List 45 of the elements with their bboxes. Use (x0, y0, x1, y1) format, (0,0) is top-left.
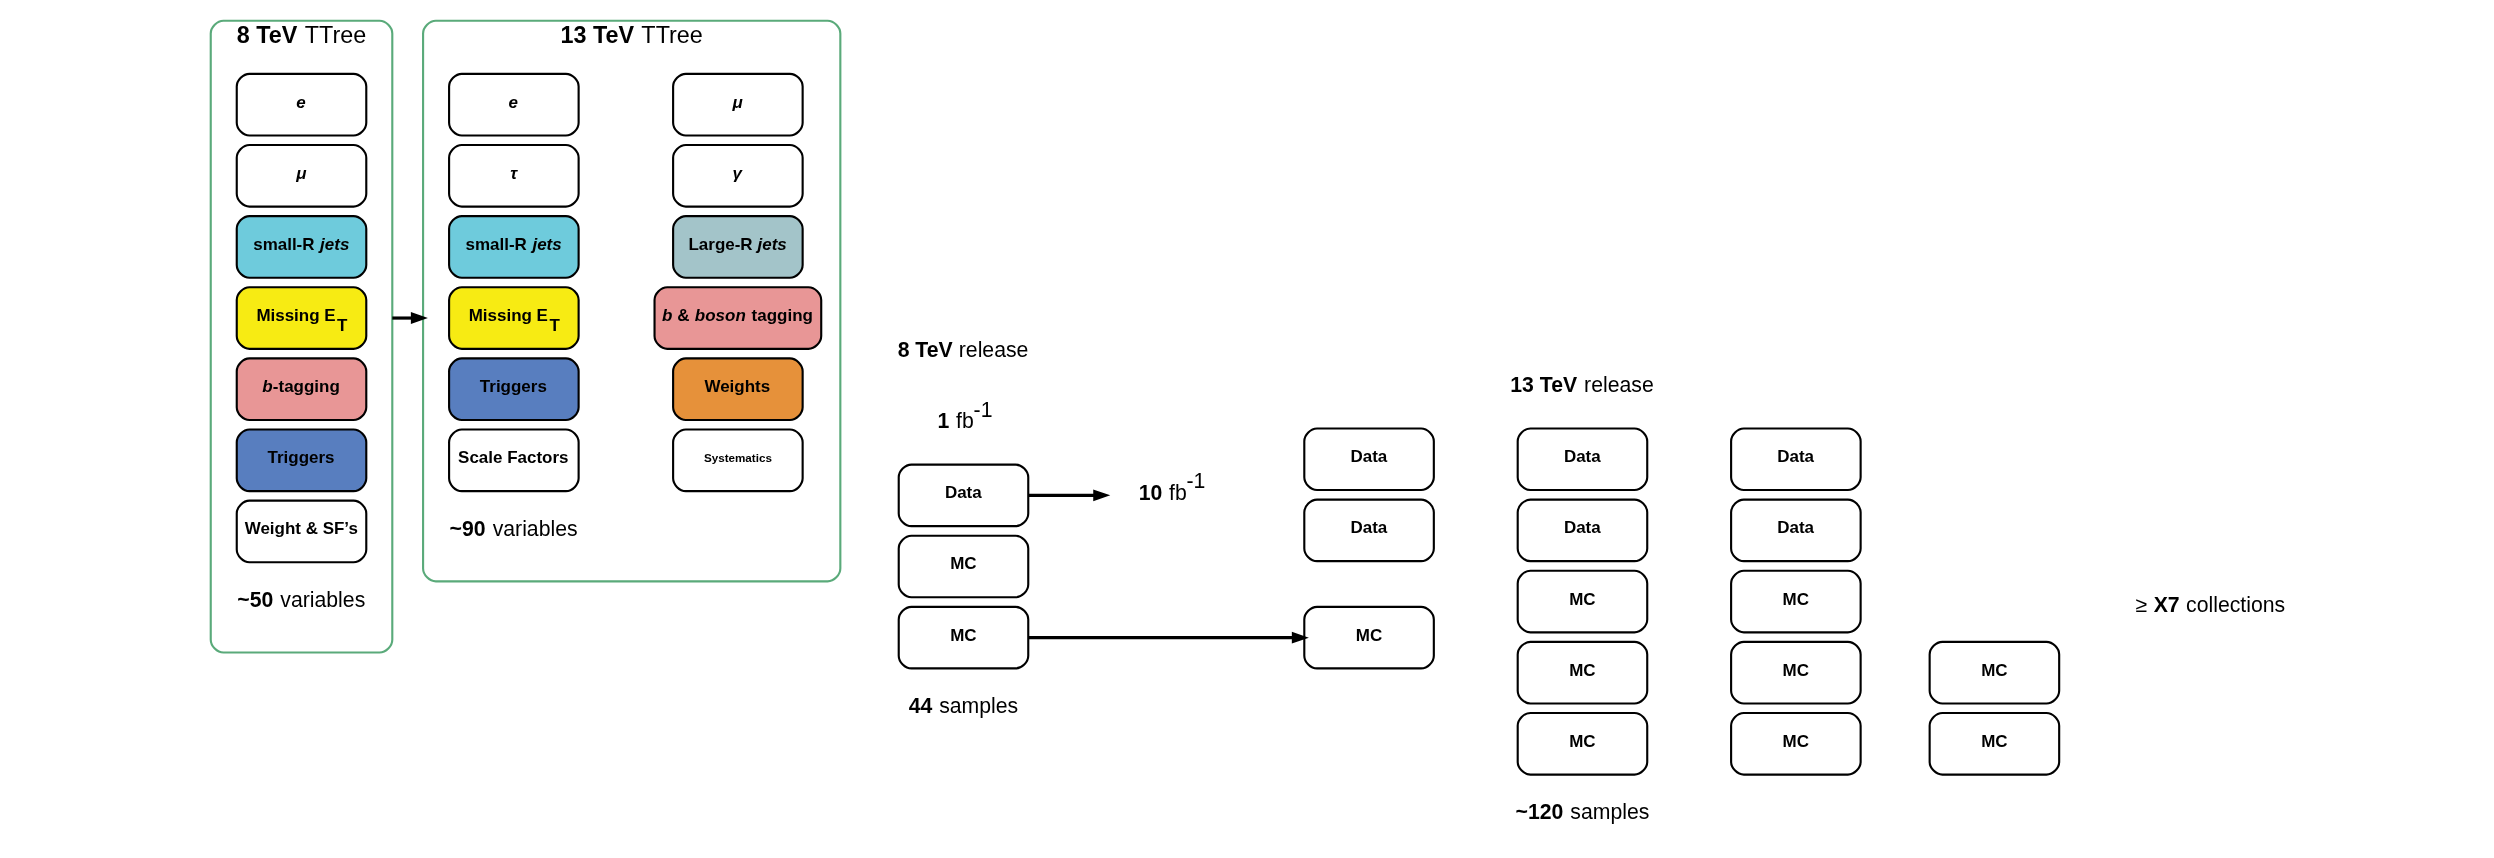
label: ≥ X7 collections (2135, 593, 2285, 617)
node-box: MC (1516, 711, 1648, 776)
node-box: small-R jets (235, 215, 367, 279)
node-box: MC (1729, 569, 1862, 634)
label: 8 TeV release (897, 338, 1028, 362)
arrow (1027, 489, 1110, 502)
node-label: ~50 variables (236, 587, 365, 611)
node-box: Scale Factors (447, 428, 580, 493)
node-box: MC (897, 605, 1029, 670)
node-box: μ (671, 72, 804, 137)
node-box: MC (1928, 711, 2060, 776)
node-box: e (447, 72, 580, 137)
node-box: γ (671, 143, 804, 208)
label: ~120 samples (1515, 800, 1649, 824)
node-box: Data (1302, 498, 1435, 563)
node-box: Data (1516, 427, 1648, 492)
node-box: e (235, 72, 367, 137)
node-box: μ (235, 143, 367, 208)
node-box: Data (897, 463, 1029, 528)
node-box: Data (1516, 498, 1648, 563)
node-box: Data (1729, 427, 1862, 492)
label: 13 TeV release (1509, 373, 1654, 397)
node-box: Triggers (447, 357, 580, 422)
node-box: MC (897, 534, 1029, 599)
node-box: MC (1302, 605, 1435, 670)
node-box: Weights (671, 357, 804, 422)
node-box: small-R jets (447, 215, 580, 279)
node-box: MC (1516, 640, 1648, 705)
arrow (1028, 631, 1309, 644)
node-box: MC (1729, 711, 1862, 776)
arrow (391, 312, 428, 324)
node-box: τ (447, 143, 580, 208)
node-box: MC (1729, 640, 1862, 705)
node-box: b & boson tagging (653, 286, 822, 350)
node-box: Weight & SF’s (235, 499, 367, 564)
node-box: Data (1302, 427, 1435, 492)
node-box: Large-R jets (671, 215, 804, 279)
node-box: Systematics (671, 428, 804, 493)
node-box: b-tagging (235, 357, 367, 422)
node-box: Triggers (235, 428, 367, 493)
node-box: MC (1928, 640, 2060, 705)
node-box: MC (1516, 569, 1648, 634)
node-box: Data (1729, 498, 1862, 563)
node-label: ~90 variables (449, 516, 578, 540)
label: 44 samples (908, 694, 1018, 718)
